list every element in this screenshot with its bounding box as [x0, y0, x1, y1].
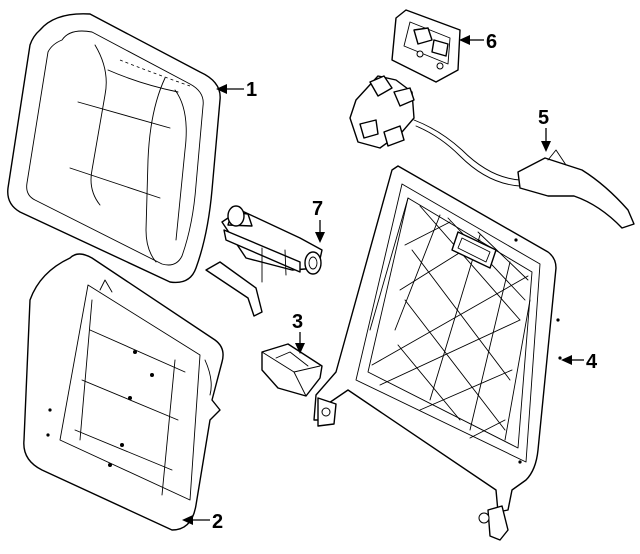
callout-2-label: 2 [212, 511, 223, 533]
callout-5: 5 [538, 107, 551, 152]
callout-7: 7 [312, 198, 325, 243]
part-7-pivot-bracket [205, 205, 323, 317]
part-2-seat-back-pad [23, 253, 224, 531]
part-6-latch-plate [391, 9, 461, 83]
callout-1-label: 1 [246, 79, 257, 101]
part-4-seat-back-frame [313, 165, 562, 541]
part-3-clip [261, 343, 323, 397]
callout-5-label: 5 [538, 107, 549, 129]
callout-2: 2 [182, 511, 223, 533]
callout-4-label: 4 [586, 351, 598, 373]
callout-7-label: 7 [312, 198, 323, 220]
callout-3-label: 3 [292, 311, 303, 333]
callout-3: 3 [292, 311, 305, 354]
callout-1: 1 [216, 79, 257, 101]
callout-4: 4 [561, 351, 598, 373]
callout-6-label: 6 [486, 31, 497, 53]
callout-6: 6 [459, 31, 497, 53]
part-1-seat-back-cover [7, 13, 221, 284]
part-5-release-handle-cable [349, 75, 635, 229]
